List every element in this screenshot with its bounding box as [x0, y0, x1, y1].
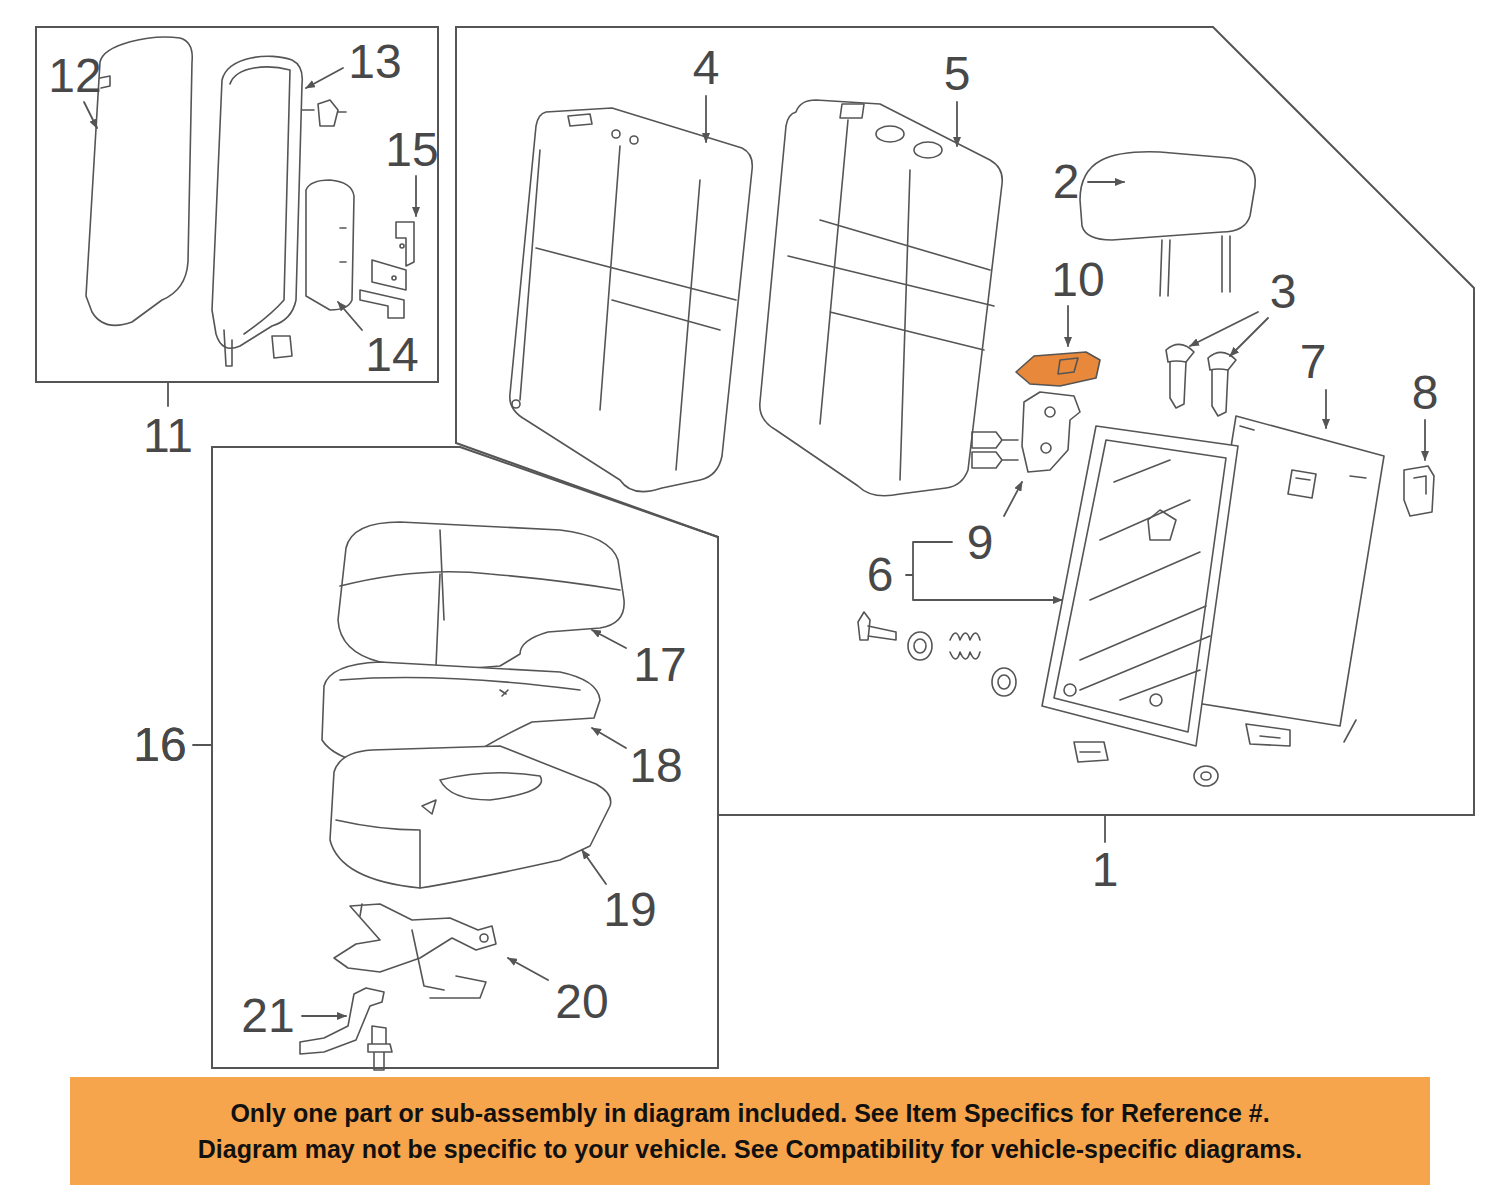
- callout-number: 5: [944, 50, 971, 98]
- note-text: Only one part or sub-assembly in diagram…: [230, 1095, 1269, 1131]
- callout-number: 13: [348, 38, 401, 86]
- callout-number: 1: [1092, 846, 1119, 894]
- bracket-15: [360, 222, 414, 318]
- bracket-21: [300, 988, 392, 1070]
- callout-number: 16: [133, 721, 186, 769]
- note-text: Diagram may not be specific to your vehi…: [198, 1131, 1303, 1167]
- callout-number: 19: [603, 886, 656, 934]
- cushion-cover-17: [338, 522, 624, 668]
- cushion-base-19: [330, 746, 611, 888]
- callout-number: 6: [867, 551, 894, 599]
- callout-number: 10: [1051, 256, 1104, 304]
- leader-lines: [84, 68, 1425, 1016]
- group-border: [212, 447, 718, 1068]
- callout-number: 20: [555, 978, 608, 1026]
- seat-back-cover-4: [510, 108, 752, 492]
- frame-6: [1042, 426, 1238, 746]
- pad-12: [86, 37, 192, 325]
- callout-number: 9: [967, 519, 994, 567]
- callout-number: 17: [633, 641, 686, 689]
- part-10: [1016, 352, 1100, 386]
- seat-back-5: [760, 100, 1002, 496]
- clip-8: [1404, 466, 1434, 516]
- guide-3: [1166, 344, 1236, 416]
- callout-number: 3: [1270, 268, 1297, 316]
- group-outline: [456, 27, 1476, 899]
- callout-number: 21: [241, 992, 294, 1040]
- callout-number: 7: [1300, 338, 1327, 386]
- callout-number: 11: [143, 412, 193, 460]
- pivot-hardware: [858, 612, 1290, 786]
- headrest-2: [1080, 152, 1255, 296]
- cover-14: [306, 180, 354, 310]
- group-border: [456, 27, 1474, 815]
- callout-number: 8: [1412, 369, 1439, 417]
- callout-number: 18: [629, 742, 682, 790]
- callout-number: 2: [1053, 158, 1080, 206]
- group-border: [36, 27, 438, 382]
- callout-number: 4: [693, 44, 720, 92]
- callout-number: 12: [48, 52, 101, 100]
- hinge-9: [972, 392, 1080, 472]
- callout-number: 15: [385, 126, 438, 174]
- group-box: 1: [456, 27, 1476, 899]
- frame-20: [334, 904, 496, 998]
- note-banner: Only one part or sub-assembly in diagram…: [70, 1077, 1430, 1185]
- callout-number: 14: [365, 331, 418, 379]
